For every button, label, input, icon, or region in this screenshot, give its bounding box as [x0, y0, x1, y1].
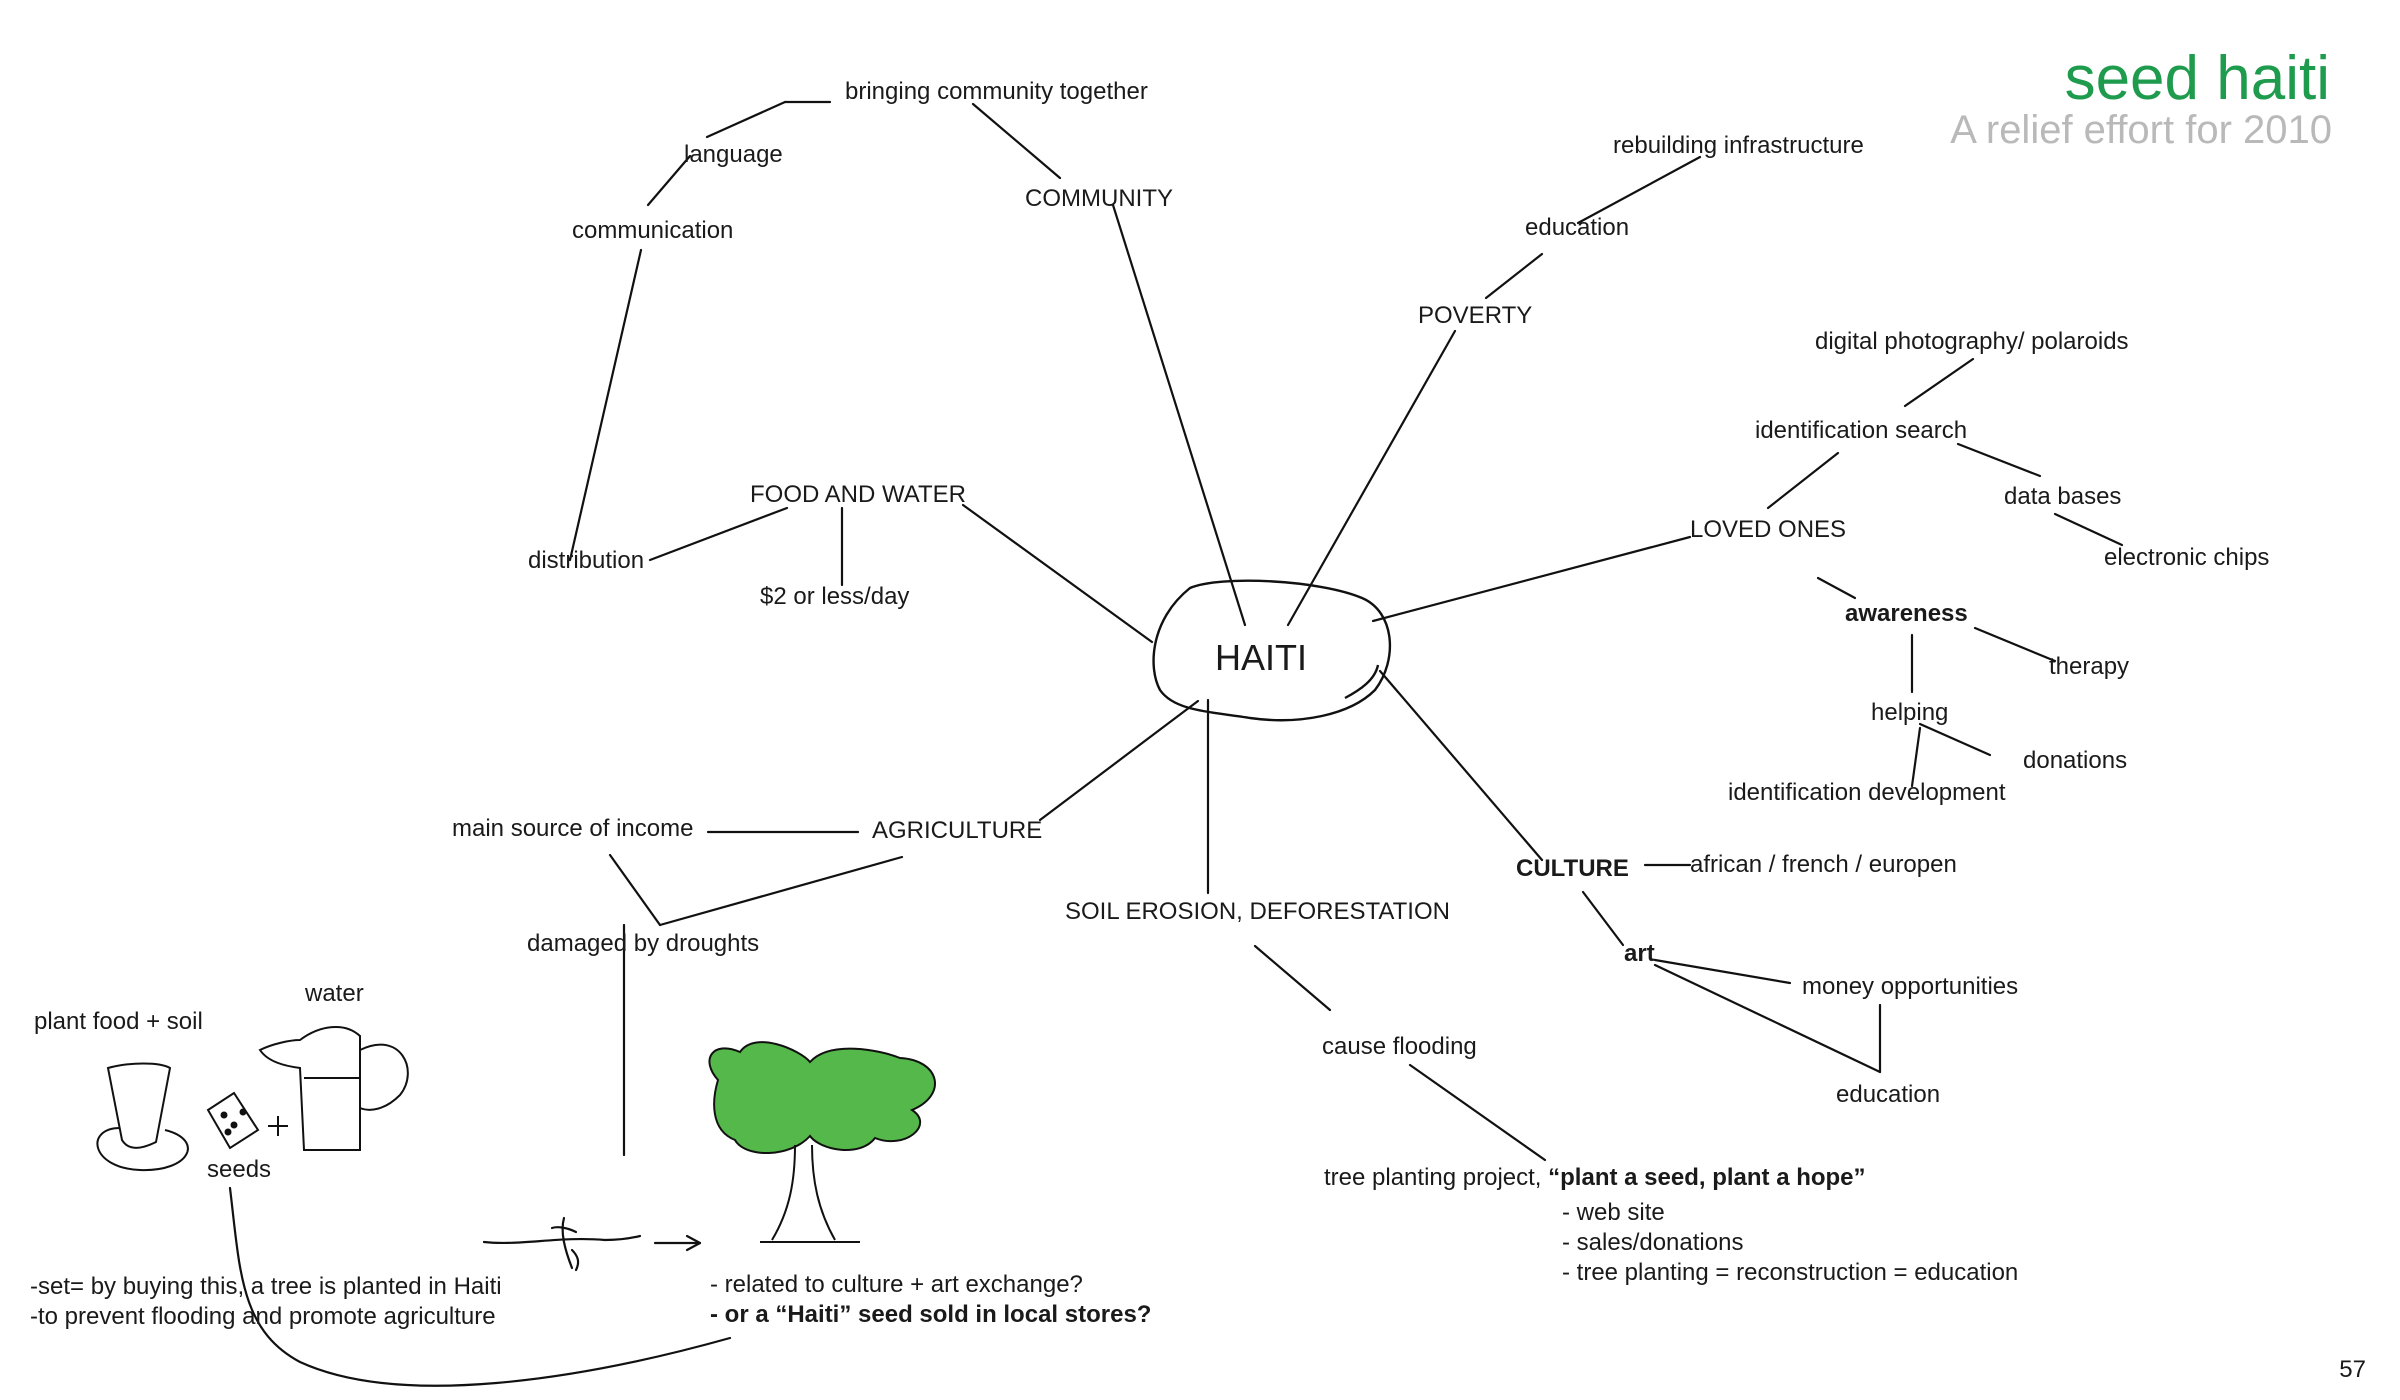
node-haiti-hub: HAITI — [1215, 637, 1308, 678]
label-seeds: seeds — [207, 1156, 272, 1183]
project-item: - tree planting = reconstruction = educa… — [1562, 1259, 2019, 1286]
node-cause-flooding: cause flooding — [1322, 1033, 1477, 1060]
tree-project-prefix: tree planting project, — [1324, 1164, 1549, 1191]
node-digital-photography: digital photography/ polaroids — [1815, 328, 2129, 355]
node-food-and-water: FOOD AND WATER — [750, 481, 966, 508]
note-line-bold: - or a “Haiti” seed sold in local stores… — [710, 1301, 1152, 1328]
node-donations: donations — [2023, 747, 2128, 774]
node-poverty: POVERTY — [1418, 302, 1533, 329]
project-item: - web site — [1562, 1199, 1665, 1226]
node-african-french-europen: african / french / europen — [1690, 851, 1957, 878]
node-distribution: distribution — [528, 547, 645, 574]
node-loved-ones: LOVED ONES — [1690, 516, 1847, 543]
node-education-art: education — [1836, 1081, 1941, 1108]
node-bringing-community: bringing community together — [845, 78, 1148, 105]
hub-mark — [1344, 664, 1380, 700]
note-line: -set= by buying this, a tree is planted … — [30, 1273, 502, 1300]
node-culture: CULTURE — [1516, 855, 1629, 882]
node-awareness: awareness — [1845, 600, 1968, 627]
node-therapy: therapy — [2049, 653, 2130, 680]
node-two-dollars-per-day: $2 or less/day — [760, 583, 910, 610]
project-items-list: - web site - sales/donations - tree plan… — [1562, 1198, 2018, 1288]
node-art: art — [1624, 940, 1655, 967]
node-helping: helping — [1871, 699, 1949, 726]
note-line: -to prevent flooding and promote agricul… — [30, 1303, 496, 1330]
node-identification-search: identification search — [1755, 417, 1968, 444]
node-agriculture: AGRICULTURE — [872, 817, 1043, 844]
node-soil-erosion: SOIL EROSION, DEFORESTATION — [1065, 898, 1450, 925]
label-water: water — [305, 980, 364, 1007]
node-data-bases: data bases — [2004, 483, 2122, 510]
notes-left: -set= by buying this, a tree is planted … — [30, 1272, 502, 1332]
page-number: 57 — [2339, 1356, 2366, 1383]
node-damaged-by-droughts: damaged by droughts — [527, 930, 760, 957]
connector-lines — [228, 100, 2124, 1387]
node-main-source-of-income: main source of income — [452, 815, 694, 842]
label-plant-food-soil: plant food + soil — [34, 1008, 203, 1035]
node-rebuilding-infrastructure: rebuilding infrastructure — [1613, 132, 1864, 159]
node-identification-development: identification development — [1728, 779, 2006, 806]
plant-food-pot-sketch — [96, 1062, 189, 1172]
node-language: language — [684, 141, 783, 168]
page-title: seed haiti — [2064, 44, 2330, 113]
tree-sketch — [708, 1041, 936, 1243]
project-item: - sales/donations — [1562, 1229, 1744, 1256]
note-line: - related to culture + art exchange? — [710, 1271, 1083, 1298]
node-community: COMMUNITY — [1025, 185, 1173, 212]
notes-center: - related to culture + art exchange? - o… — [710, 1270, 1151, 1330]
seed-packet-sketch — [206, 1091, 288, 1150]
page-subtitle: A relief effort for 2010 — [1950, 108, 2332, 152]
node-money-opportunities: money opportunities — [1802, 973, 2019, 1000]
tree-project-slogan: “plant a seed, plant a hope” — [1548, 1164, 1866, 1191]
node-tree-planting-project: tree planting project, “plant a seed, pl… — [1324, 1166, 1866, 1190]
water-pitcher-sketch — [258, 1025, 409, 1151]
node-electronic-chips: electronic chips — [2104, 544, 2270, 571]
haiti-hub-outline — [1152, 579, 1392, 722]
node-communication: communication — [572, 217, 734, 244]
node-education-poverty: education — [1525, 214, 1630, 241]
